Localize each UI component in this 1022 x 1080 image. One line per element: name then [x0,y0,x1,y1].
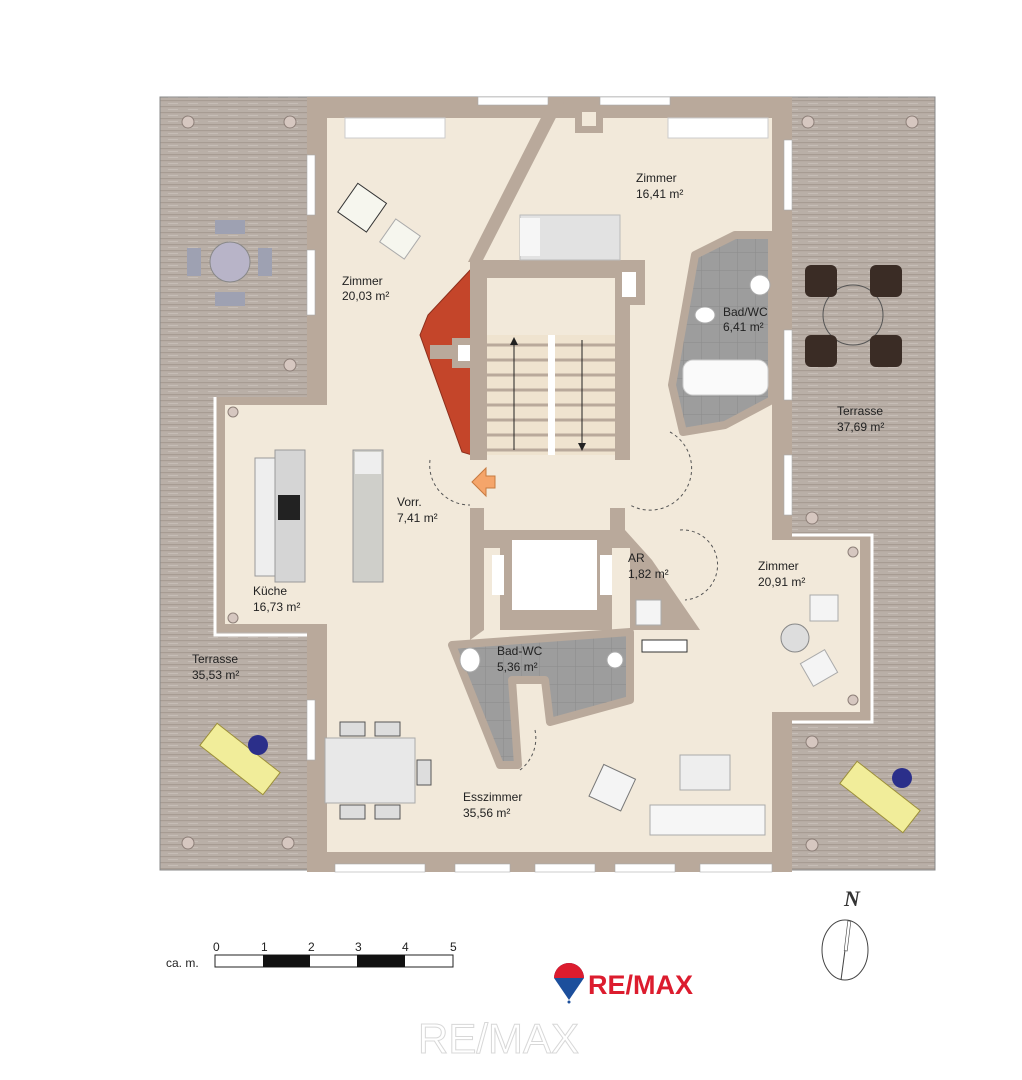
svg-text:RE/MAX: RE/MAX [588,970,693,1000]
svg-text:35,56 m²: 35,56 m² [463,806,510,820]
plant-pots [181,115,919,852]
svg-text:7,41 m²: 7,41 m² [397,511,438,525]
svg-text:4: 4 [402,940,409,954]
svg-text:Vorr.: Vorr. [397,495,422,509]
room-area: 20,03 m² [342,289,389,303]
room-name: Terrasse [837,404,883,418]
north-compass: N [821,886,869,981]
kitchen-furniture [254,449,384,583]
svg-text:1,82 m²: 1,82 m² [628,567,669,581]
room-name: Zimmer [636,171,677,185]
room-name: Zimmer [342,274,383,288]
svg-text:Zimmer: Zimmer [342,274,383,288]
room-name: Terrasse [192,652,238,666]
room-name: Zimmer [758,559,799,573]
svg-text:Bad-WC: Bad-WC [497,644,543,658]
svg-text:Esszimmer: Esszimmer [463,790,522,804]
svg-text:AR: AR [628,551,645,565]
room-area: 20,91 m² [758,575,805,589]
windows [306,96,793,873]
room-area: 1,82 m² [628,567,669,581]
room-area: 6,41 m² [723,320,764,334]
svg-text:35,53 m²: 35,53 m² [192,668,239,682]
svg-text:Terrasse: Terrasse [837,404,883,418]
dining-table [324,721,432,820]
room-name: Bad/WC [723,305,768,319]
svg-text:20,91 m²: 20,91 m² [758,575,805,589]
bathroom-lower [448,628,634,769]
svg-text:ca. m.: ca. m. [166,956,199,970]
svg-text:2: 2 [308,940,315,954]
svg-text:Küche: Küche [253,584,287,598]
room-name: AR [628,551,645,565]
room-area: 5,36 m² [497,660,538,674]
svg-text:37,69 m²: 37,69 m² [837,420,884,434]
remax-logo: RE/MAX [554,963,693,1004]
svg-text:20,03 m²: 20,03 m² [342,289,389,303]
svg-text:Bad/WC: Bad/WC [723,305,768,319]
room-area: 37,69 m² [837,420,884,434]
room-area: 35,53 m² [192,668,239,682]
svg-text:0: 0 [213,940,220,954]
room-area: 7,41 m² [397,511,438,525]
svg-text:6,41 m²: 6,41 m² [723,320,764,334]
svg-text:Zimmer: Zimmer [636,171,677,185]
terrace-furniture [187,220,921,834]
stairs [487,335,615,455]
svg-text:16,41 m²: 16,41 m² [636,187,683,201]
svg-text:N: N [843,886,861,911]
svg-text:5: 5 [450,940,457,954]
svg-text:1: 1 [261,940,268,954]
room-area: 35,56 m² [463,806,510,820]
svg-text:Terrasse: Terrasse [192,652,238,666]
room-name: Vorr. [397,495,422,509]
watermark: RE/MAX [418,1015,579,1062]
scale-bar: ca. m. 0 1 2 3 4 5 [166,940,457,970]
entrance-arrow [471,466,496,498]
room-area: 16,41 m² [636,187,683,201]
room-name: Bad-WC [497,644,543,658]
svg-text:3: 3 [355,940,362,954]
room-name: Küche [253,584,287,598]
room-name: Esszimmer [463,790,522,804]
svg-text:Zimmer: Zimmer [758,559,799,573]
svg-text:16,73 m²: 16,73 m² [253,600,300,614]
svg-text:5,36 m²: 5,36 m² [497,660,538,674]
room-area: 16,73 m² [253,600,300,614]
